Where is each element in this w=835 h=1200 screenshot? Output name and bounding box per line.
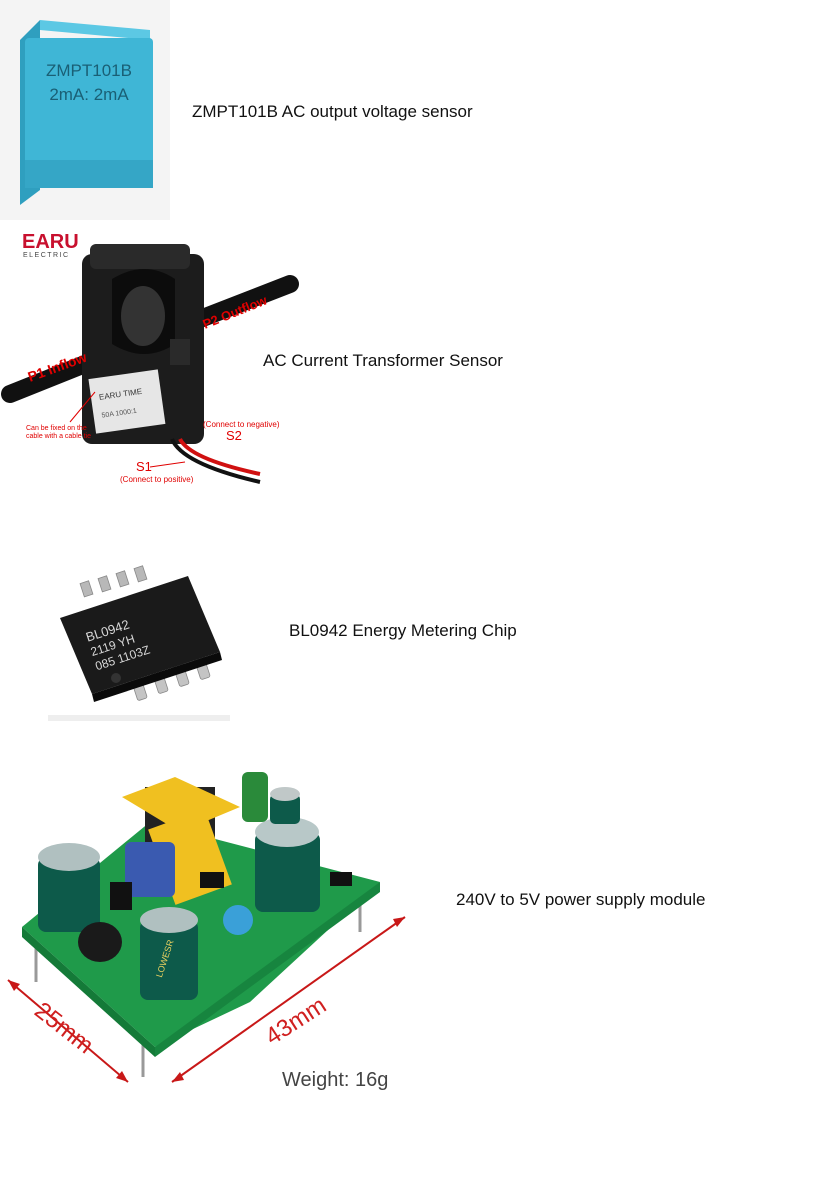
power-supply-caption: 240V to 5V power supply module	[456, 890, 706, 909]
bl0942-caption: BL0942 Energy Metering Chip	[289, 621, 517, 640]
zmpt101b-image: ZMPT101B 2mA: 2mA	[0, 0, 170, 220]
zmpt101b-label-line2: 2mA: 2mA	[49, 85, 129, 104]
power-supply-image: LOWESR 25mm 43mm	[0, 752, 420, 1097]
s2-label: S2	[226, 428, 242, 443]
zmpt101b-caption: ZMPT101B AC output voltage sensor	[192, 102, 473, 121]
current-transformer-caption: AC Current Transformer Sensor	[263, 351, 503, 370]
zmpt101b-label-line1: ZMPT101B	[46, 61, 132, 80]
s2-note: (Connect to negative)	[203, 420, 280, 429]
s1-note: (Connect to positive)	[120, 475, 194, 484]
bl0942-chip-image: BL0942 2119 YH 085 1103Z	[48, 560, 233, 725]
weight-label: Weight: 16g	[282, 1069, 389, 1091]
brand-logo-text: EARU	[22, 231, 79, 253]
cable-tie-note-line1: Can be fixed on the	[26, 425, 87, 432]
brand-subtitle: ELECTRIC	[23, 252, 70, 259]
s1-label: S1	[136, 459, 152, 474]
current-transformer-image: EARU ELECTRIC EARU TIME 50A 1000:1 P1 In…	[0, 224, 299, 490]
cable-tie-note-line2: cable with a cable tie	[26, 433, 91, 440]
svg-text:50A 1000:1: 50A 1000:1	[101, 408, 137, 420]
